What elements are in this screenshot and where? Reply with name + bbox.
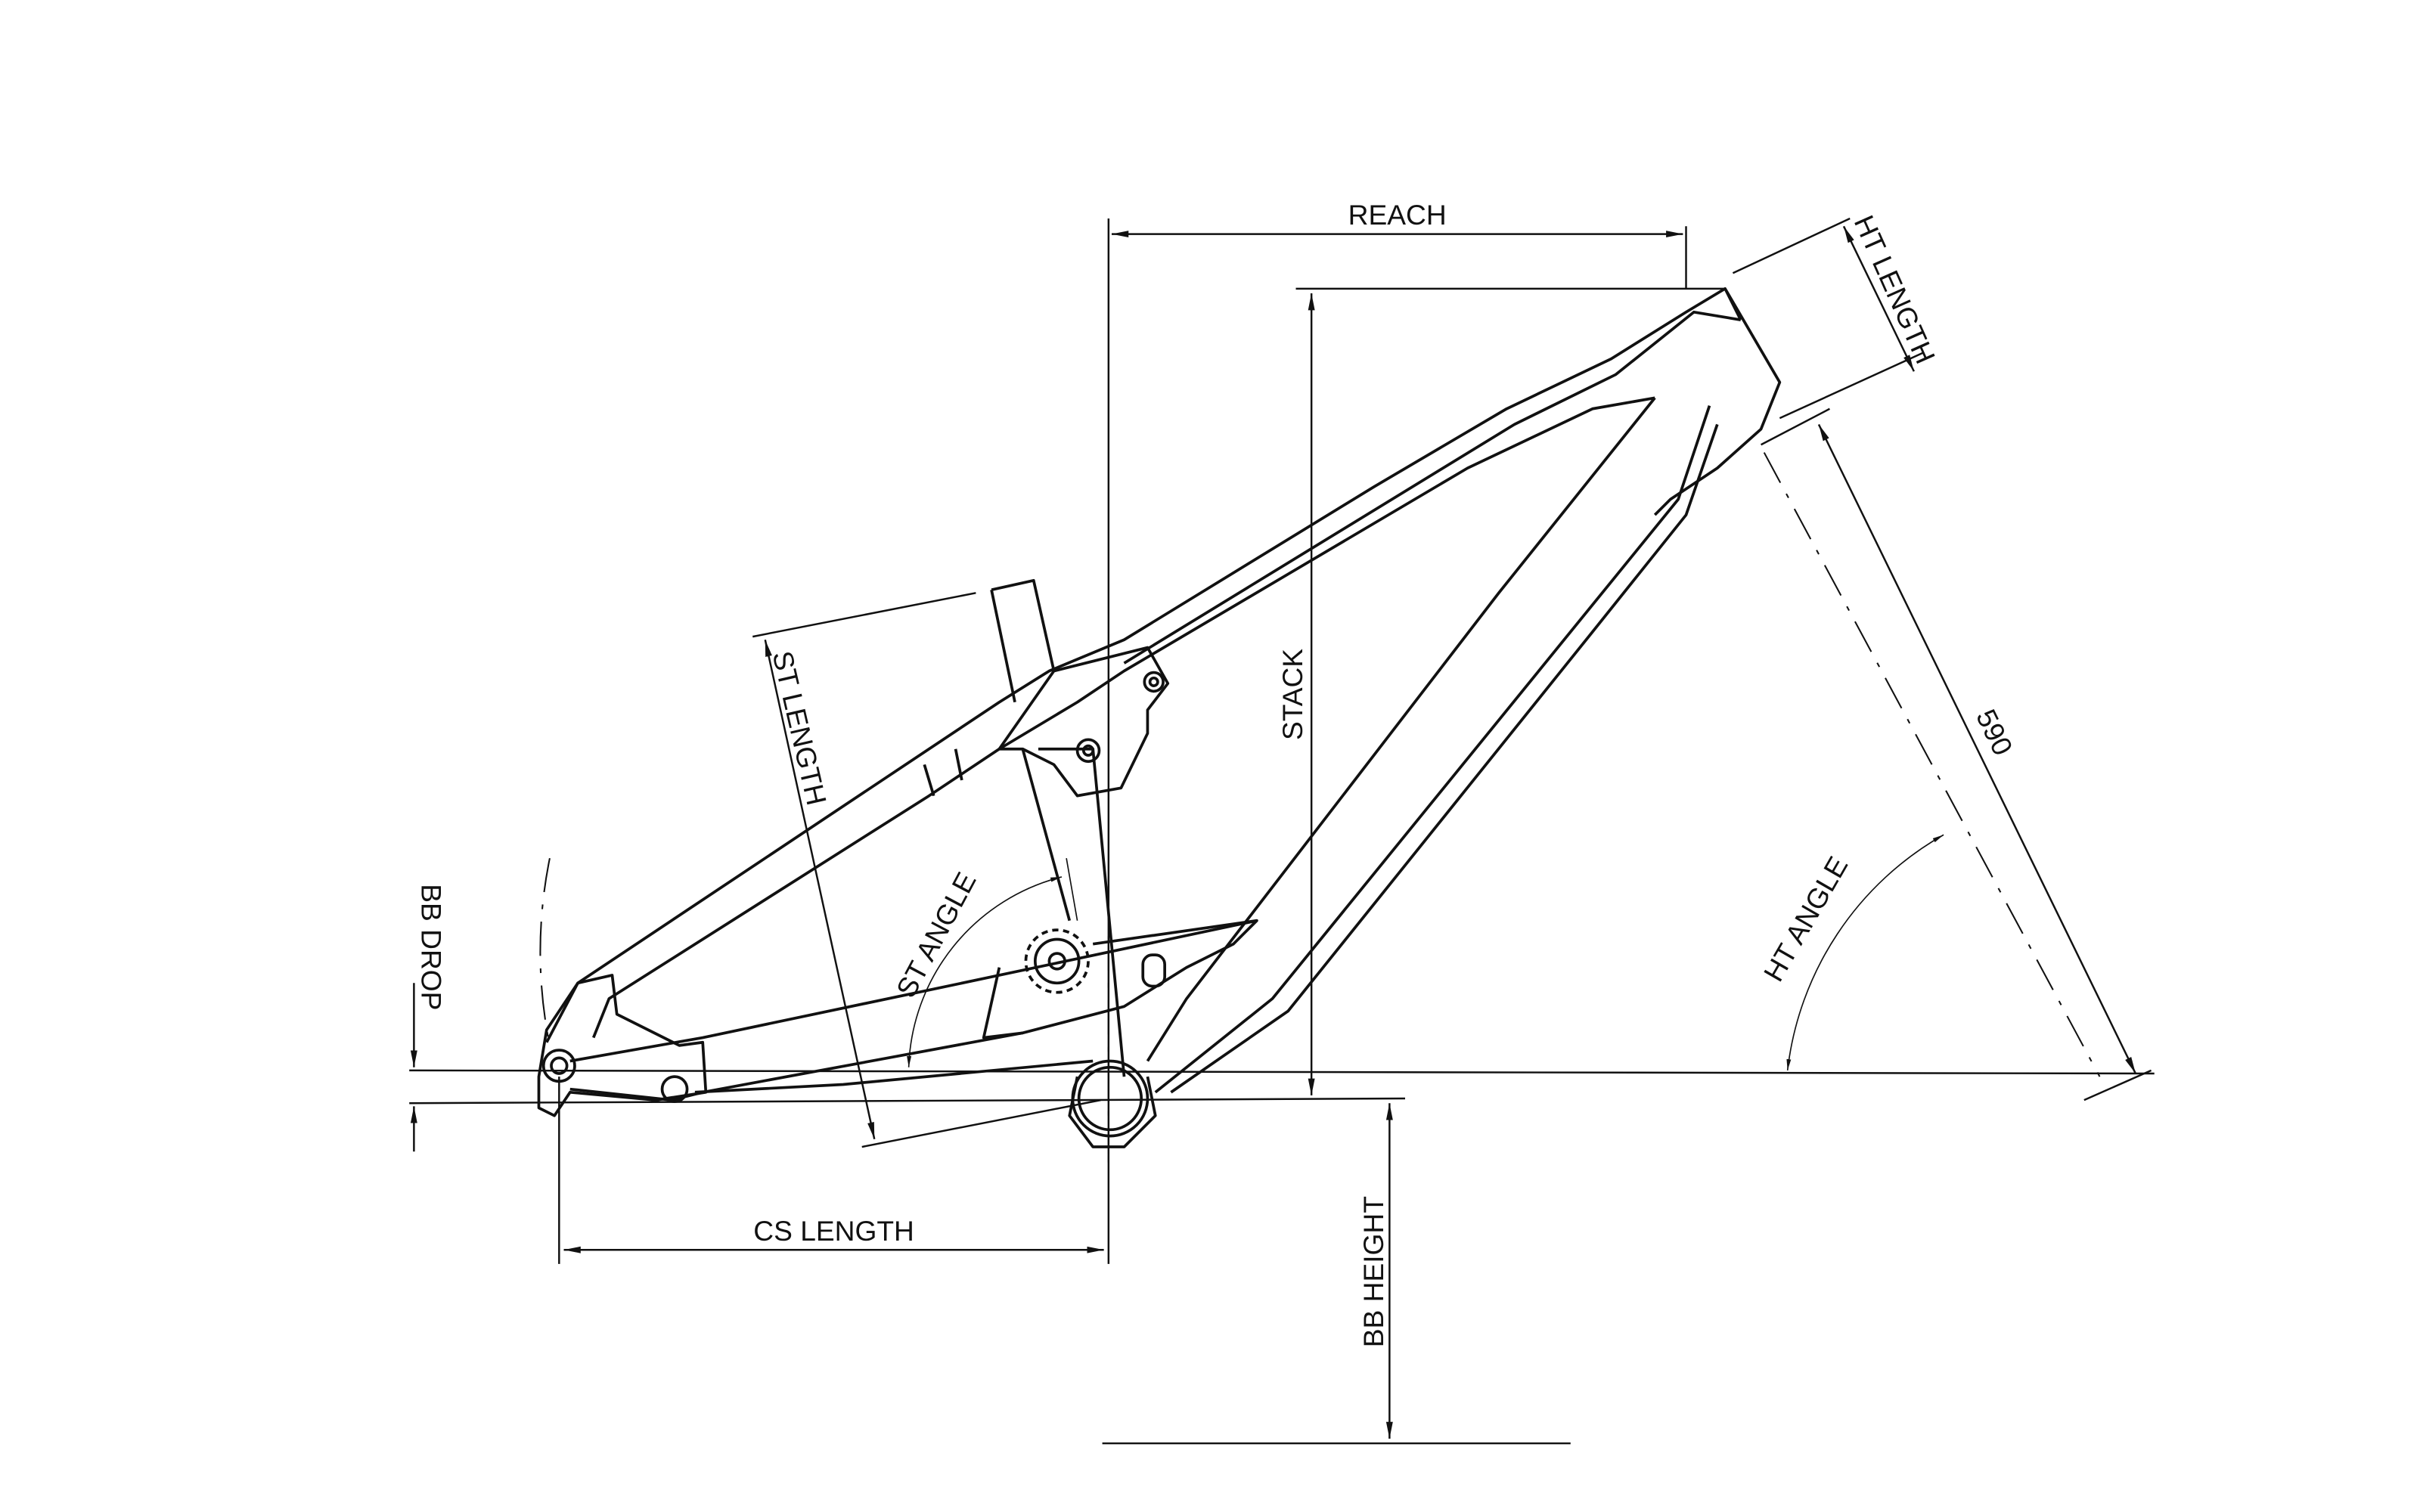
bb-height-label: BB HEIGHT bbox=[1357, 1196, 1389, 1347]
st-length-label: ST LENGTH bbox=[767, 648, 833, 808]
st-length-dimension bbox=[764, 639, 876, 1139]
seat-tube bbox=[990, 578, 1126, 1077]
fork-length-dimension bbox=[1817, 423, 2137, 1074]
rocker-link bbox=[997, 646, 1170, 798]
stack-label: STACK bbox=[1277, 649, 1308, 740]
reach-label: REACH bbox=[1348, 199, 1447, 231]
ground-reference-line bbox=[409, 1069, 2155, 1075]
bb-drop-label: BB DROP bbox=[416, 884, 448, 1010]
ht-angle-label: HT ANGLE bbox=[1758, 851, 1854, 987]
cs-length-label: CS LENGTH bbox=[753, 1215, 914, 1247]
fork-length-label: 590 bbox=[1970, 704, 2019, 760]
st-angle-arc bbox=[907, 876, 1063, 1067]
ht-length-dimension bbox=[1842, 225, 1915, 372]
steering-axis bbox=[1763, 452, 2101, 1077]
ht-angle-arc bbox=[1786, 834, 1944, 1070]
rear-wheel-arc bbox=[539, 857, 551, 1046]
shock-eyelet-gear bbox=[1024, 928, 1090, 994]
bike-frame bbox=[537, 287, 1782, 1148]
dropout bbox=[537, 974, 708, 1117]
down-tube bbox=[1146, 397, 1656, 1062]
ht-length-label: HT LENGTH bbox=[1848, 210, 1942, 368]
